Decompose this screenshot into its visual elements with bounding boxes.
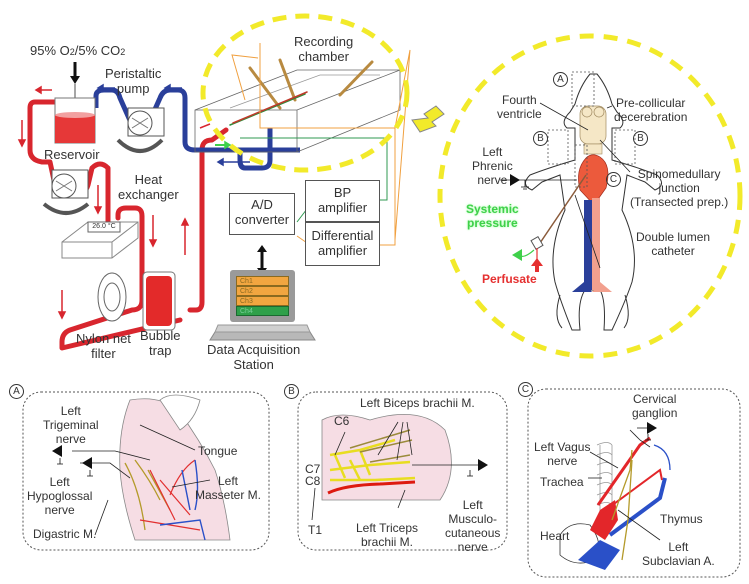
peristaltic-pump (116, 107, 165, 153)
signal-wires (231, 43, 411, 246)
panel-a-marker: A (9, 384, 24, 399)
panel-b-frame (297, 391, 508, 551)
marker-a: A (553, 72, 568, 87)
nylon-filter (97, 272, 127, 322)
electrodes (229, 58, 374, 126)
channel-3: Ch3 (236, 296, 289, 306)
thymus-label: Thymus (660, 512, 703, 526)
c8-label: C8 (305, 474, 321, 488)
perfusate-label: Perfusate (482, 272, 537, 286)
t1-label: T1 (308, 523, 323, 537)
channel-2: Ch2 (236, 286, 289, 296)
zoom-arrow (411, 105, 445, 133)
panel-c-frame (527, 388, 741, 578)
channel-4: Ch4 (236, 306, 289, 316)
reservoir-label: Reservoir (44, 147, 100, 162)
daq-screen: Ch1 Ch2 Ch3 Ch4 (236, 276, 289, 316)
flow-arrows (17, 83, 250, 320)
marker-b-left: B (533, 131, 548, 146)
brainstem (579, 105, 607, 155)
heart-label: Heart (540, 529, 570, 543)
temperature-readout: 26.0 °C (92, 223, 116, 230)
panel-b-marker: B (284, 384, 299, 399)
tongue-label: Tongue (198, 444, 238, 458)
venous-tubing (93, 87, 300, 171)
marker-b-right: B (633, 131, 648, 146)
catheter (512, 174, 587, 272)
phrenic-amp-symbol (510, 174, 529, 190)
marker-c: C (606, 172, 621, 187)
panel-b-anatomy (311, 414, 488, 521)
bubble-trap (142, 271, 176, 331)
biceps-label: Left Biceps brachii M. (360, 396, 475, 410)
chamber-highlight-circle (200, 13, 410, 173)
heat-exchanger-box (61, 221, 139, 259)
gas-mixture-label: 95% O2/5% CO2 (30, 43, 126, 58)
trachea-label: Trachea (540, 475, 584, 489)
heat-exchanger-pump (42, 169, 90, 215)
reservoir (54, 97, 96, 144)
panel-c-anatomy (559, 422, 671, 570)
panel-a-frame (22, 391, 270, 551)
bidirectional-arrow (257, 245, 267, 275)
prep-highlight-circle (437, 33, 743, 359)
digastric-label: Digastric M. (33, 527, 97, 541)
panel-a-anatomy (52, 394, 231, 541)
c6-label: C6 (334, 414, 350, 428)
recording-chamber (194, 69, 401, 153)
heart-and-vessels (572, 154, 612, 292)
region-boxes (547, 71, 636, 188)
channel-1: Ch1 (236, 276, 289, 286)
c7-label: C7 (305, 462, 321, 476)
panel-c-marker: C (518, 382, 533, 397)
